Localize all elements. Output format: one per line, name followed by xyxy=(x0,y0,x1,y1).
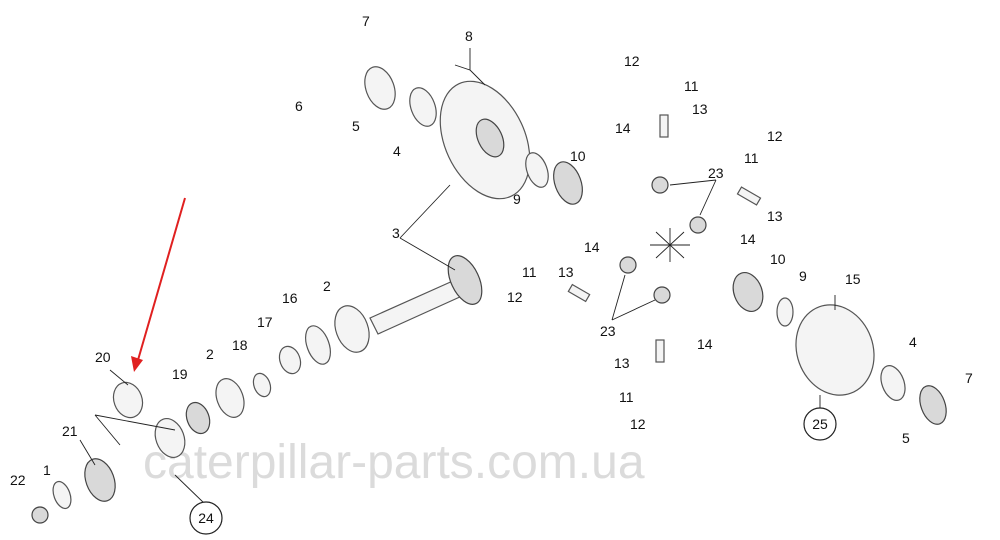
highlight-arrow xyxy=(131,197,186,372)
callout-13: 13 xyxy=(692,101,708,117)
callout-17: 17 xyxy=(257,314,273,330)
callout-10: 10 xyxy=(570,148,586,164)
bearings-left xyxy=(31,66,583,524)
callout-24: 24 xyxy=(198,510,214,526)
callout-22: 22 xyxy=(10,472,26,488)
callout-14: 14 xyxy=(584,239,600,255)
callout-9: 9 xyxy=(799,268,807,284)
callout-23: 23 xyxy=(708,165,724,181)
callout-2: 2 xyxy=(206,346,214,362)
callout-8: 8 xyxy=(465,28,473,44)
callout-13: 13 xyxy=(614,355,630,371)
callout-14: 14 xyxy=(740,231,756,247)
callout-16: 16 xyxy=(282,290,298,306)
callout-14: 14 xyxy=(615,120,631,136)
callout-13: 13 xyxy=(558,264,574,280)
callout-11: 11 xyxy=(744,150,759,166)
differential-parts xyxy=(567,114,947,425)
callout-6: 6 xyxy=(295,98,303,114)
callout-2: 2 xyxy=(323,278,331,294)
callout-14: 14 xyxy=(697,336,713,352)
callout-12: 12 xyxy=(767,128,783,144)
callout-21: 21 xyxy=(62,423,78,439)
callout-18: 18 xyxy=(232,337,248,353)
callout-11: 11 xyxy=(619,389,634,405)
callout-labels: 7 8 6 5 4 12 11 13 14 10 12 11 23 9 13 1… xyxy=(10,13,973,535)
pinion-shaft xyxy=(369,255,483,335)
callout-4: 4 xyxy=(393,143,401,159)
callout-4: 4 xyxy=(909,334,917,350)
callout-5: 5 xyxy=(352,118,360,134)
watermark: caterpillar-parts.com.ua xyxy=(143,436,645,489)
leader-lines xyxy=(79,48,836,506)
callout-10: 10 xyxy=(770,251,786,267)
callout-3: 3 xyxy=(392,225,400,241)
callout-12: 12 xyxy=(630,416,646,432)
callout-23: 23 xyxy=(600,323,616,339)
callout-1: 1 xyxy=(43,462,51,478)
callout-20: 20 xyxy=(95,349,111,365)
callout-9: 9 xyxy=(513,191,521,207)
callout-11: 11 xyxy=(684,78,699,94)
callout-7: 7 xyxy=(362,13,370,29)
callout-25: 25 xyxy=(812,416,828,432)
callout-12: 12 xyxy=(624,53,640,69)
callout-circle-24 xyxy=(189,501,223,535)
callout-7: 7 xyxy=(965,370,973,386)
ring-gear xyxy=(439,80,531,200)
callout-circle-25 xyxy=(803,407,837,441)
callout-12: 12 xyxy=(507,289,523,305)
callout-15: 15 xyxy=(845,271,861,287)
callout-11: 11 xyxy=(522,264,537,280)
callout-5: 5 xyxy=(902,430,910,446)
callout-19: 19 xyxy=(172,366,188,382)
callout-13: 13 xyxy=(767,208,783,224)
